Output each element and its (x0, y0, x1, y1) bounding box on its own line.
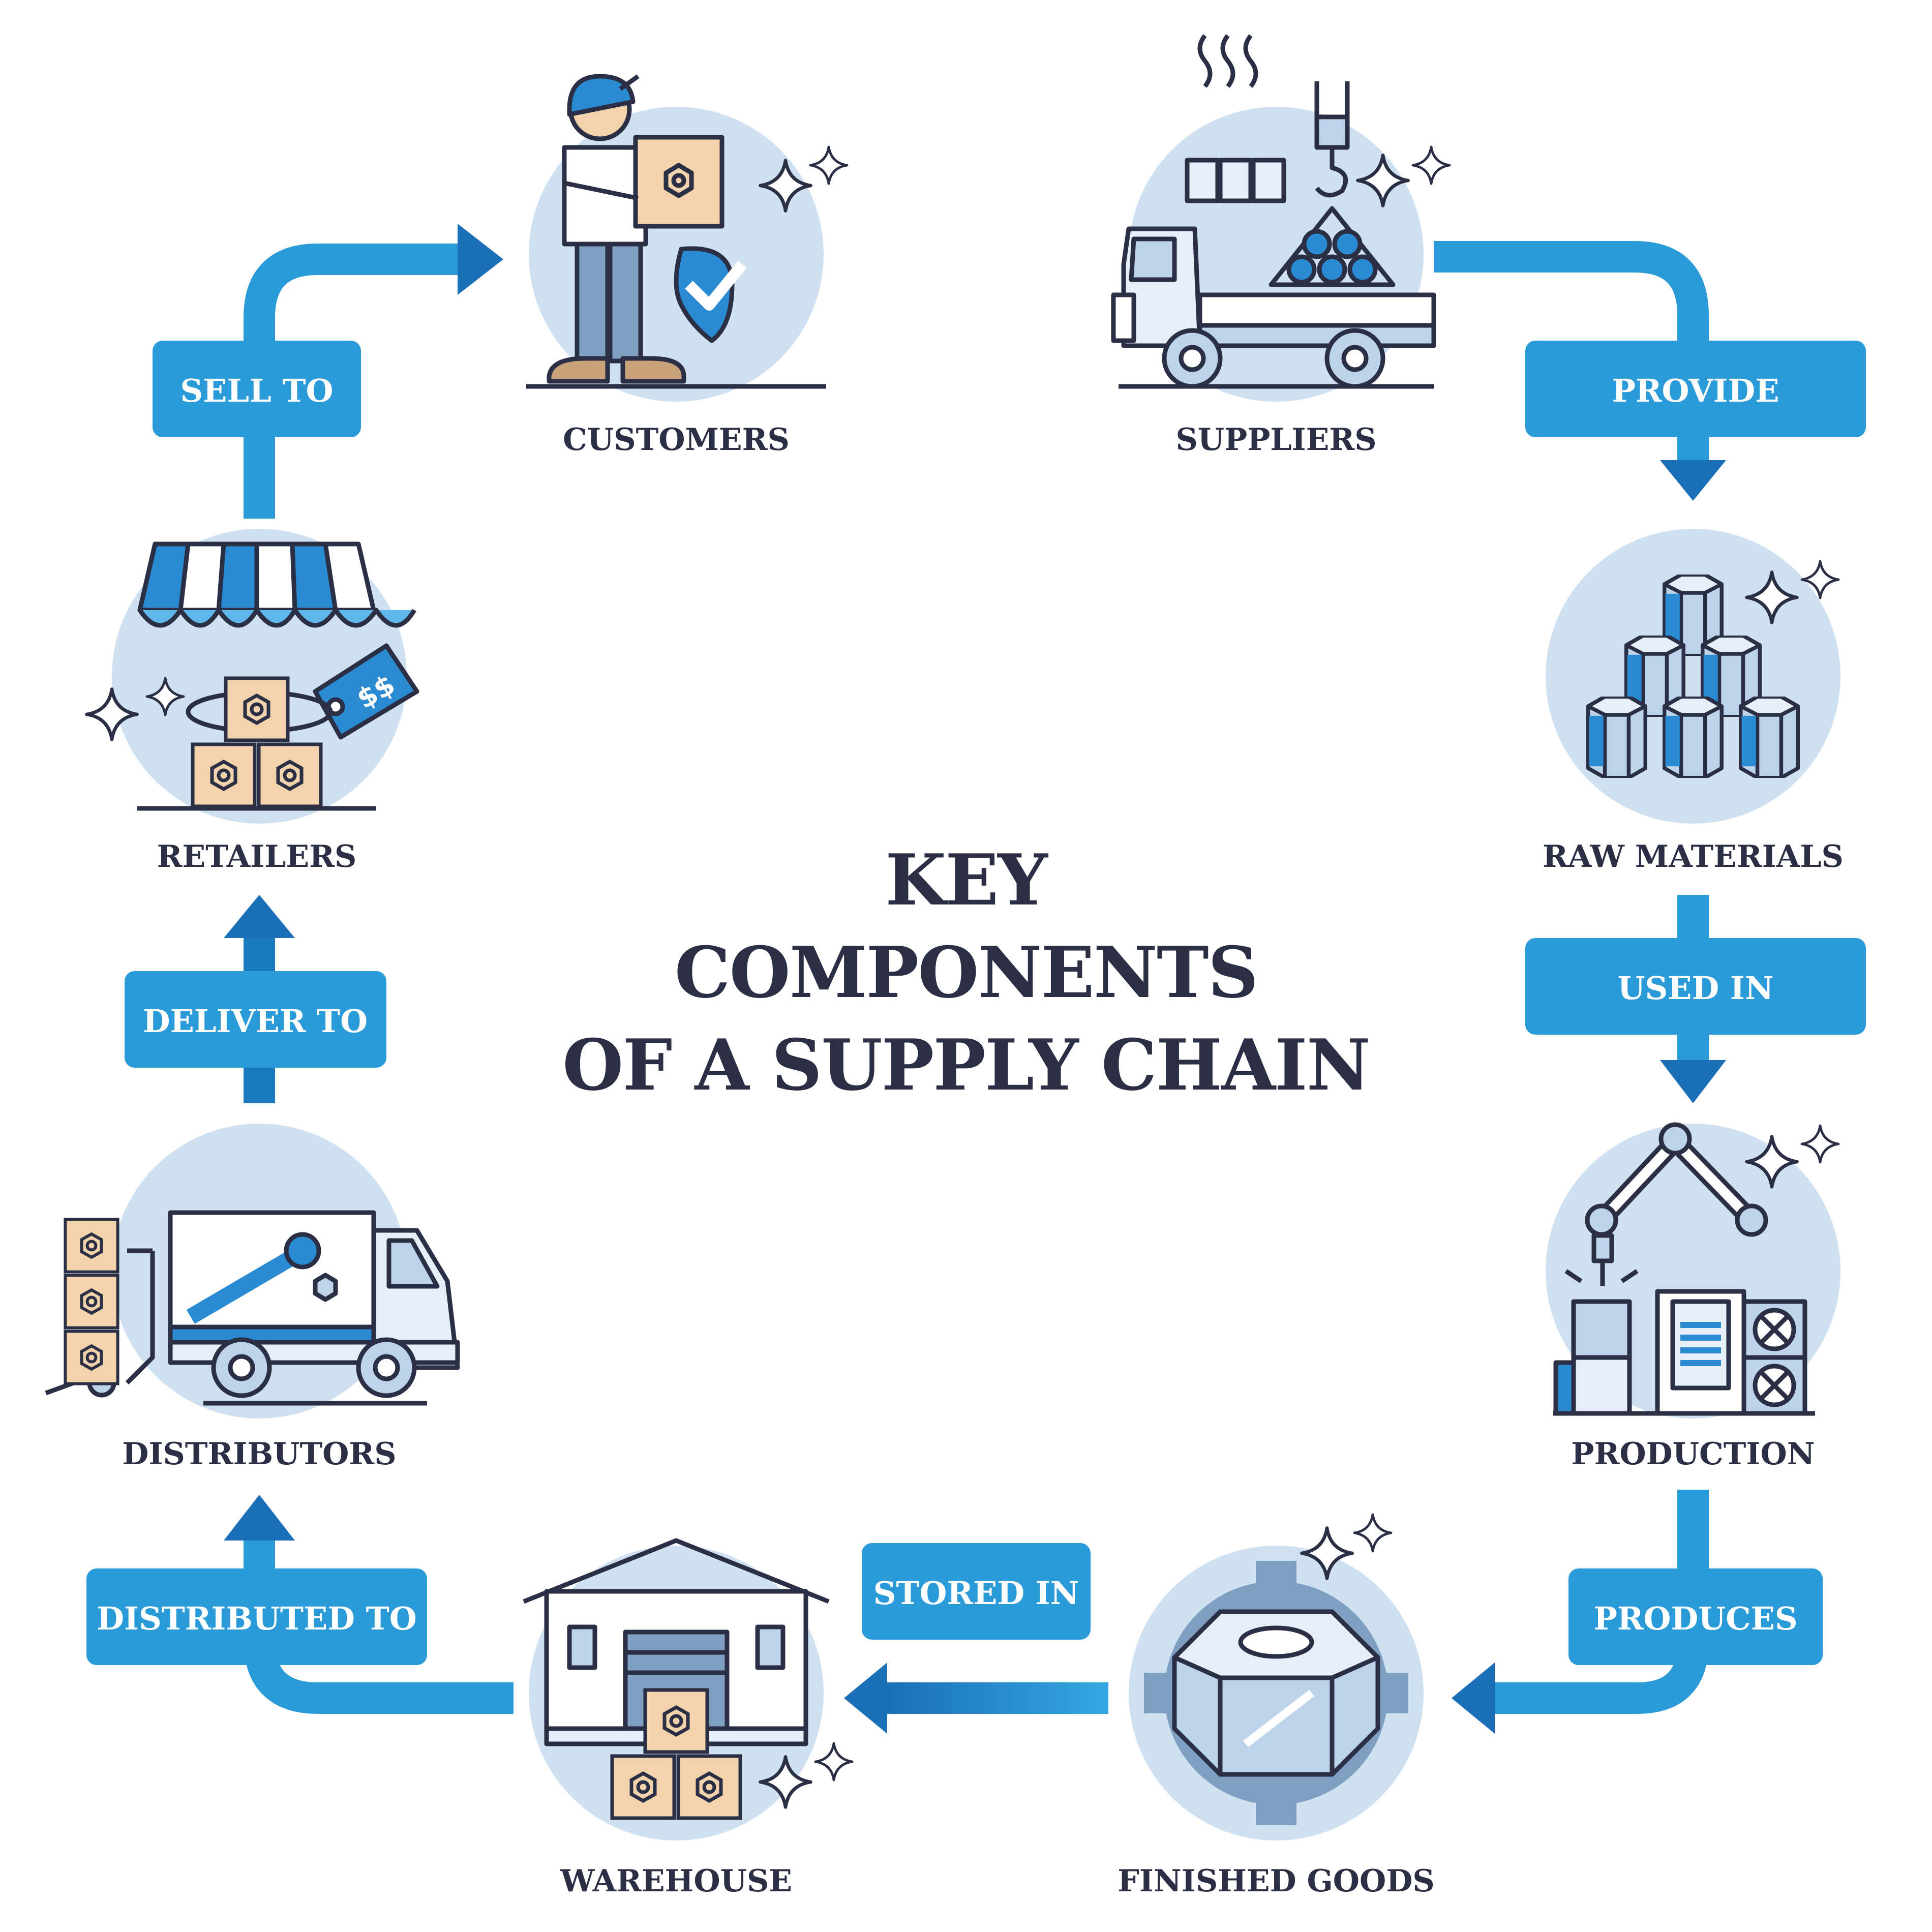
connector-text-stored-in: STORED IN (873, 1575, 1079, 1612)
node-label-warehouse: WAREHOUSE (560, 1863, 792, 1899)
truck-with-crane-icon (1111, 34, 1436, 389)
node-raw-materials: RAW MATERIALS (1543, 529, 1844, 874)
connector-label-used-in: USED IN (1525, 938, 1866, 1035)
arrowhead-produces (1452, 1663, 1495, 1734)
node-warehouse: WAREHOUSE (523, 1538, 852, 1899)
node-label-raw-materials: RAW MATERIALS (1543, 839, 1844, 874)
connector-text-distributed-to: DISTRIBUTED TO (97, 1600, 417, 1637)
node-customers: CUSTOMERS (526, 74, 847, 458)
arrowhead-sell-to (458, 224, 503, 295)
title-line-2: COMPONENTS (674, 931, 1259, 1014)
connector-text-used-in: USED IN (1617, 970, 1773, 1007)
arrowhead-used-in (1660, 1060, 1726, 1103)
title-line-3: OF A SUPPLY CHAIN (562, 1023, 1371, 1106)
suppliers-sparkle-small-icon (1413, 147, 1450, 184)
storefront-awning-icon: $$ (137, 541, 419, 811)
arrowhead-stored-in (844, 1663, 887, 1734)
node-retailers: $$ RETAILERS (87, 529, 419, 874)
title-line-1: KEY (885, 838, 1048, 921)
arrow-finished-to-warehouse (887, 1682, 1108, 1714)
retailers-box-icon (259, 744, 321, 806)
node-production: PRODUCTION (1546, 1122, 1840, 1472)
node-label-production: PRODUCTION (1571, 1436, 1815, 1472)
arrow-retailers-to-customers (244, 244, 460, 519)
production-sparkle-small-icon (1802, 1126, 1838, 1162)
distributors-box-icon (65, 1219, 117, 1272)
node-label-distributors: DISTRIBUTORS (122, 1436, 396, 1472)
delivery-truck-icon (45, 1210, 460, 1406)
distributors-box-icon (65, 1275, 117, 1327)
connector-label-stored-in: STORED IN (862, 1543, 1091, 1640)
retailers-box-icon (193, 744, 255, 806)
node-label-finished-goods: FINISHED GOODS (1118, 1863, 1434, 1899)
person-carrying-box-icon (526, 74, 826, 389)
connector-label-provide: PROVIDE (1525, 341, 1866, 437)
warehouse-boxes-icon (523, 1538, 830, 1746)
retailers-box-icon (226, 678, 288, 740)
node-label-customers: CUSTOMERS (563, 422, 790, 458)
connector-text-sell-to: SELL TO (180, 372, 334, 409)
connector-text-deliver-to: DELIVER TO (143, 1003, 368, 1040)
distributors-box-icon (65, 1331, 117, 1383)
node-finished-goods: FINISHED GOODS (1118, 1515, 1435, 1899)
node-label-suppliers: SUPPLIERS (1175, 422, 1376, 458)
connector-text-provide: PROVIDE (1612, 372, 1779, 409)
raw-materials-circle (1546, 529, 1840, 824)
connector-label-deliver-to: DELIVER TO (125, 971, 386, 1068)
warehouse-box-icon (612, 1756, 674, 1818)
node-distributors: DISTRIBUTORS (45, 1124, 460, 1472)
arrowhead-provide (1660, 460, 1726, 501)
diagram-title: KEY COMPONENTS OF A SUPPLY CHAIN (508, 834, 1424, 1111)
connector-text-produces: PRODUCES (1593, 1600, 1797, 1637)
arrowhead-distributed-to (224, 1495, 295, 1541)
node-label-retailers: RETAILERS (157, 839, 357, 874)
connector-label-produces: PRODUCES (1568, 1568, 1823, 1665)
connector-label-distributed-to: DISTRIBUTED TO (86, 1568, 427, 1665)
finished-goods-sparkle-small-icon (1354, 1515, 1391, 1551)
arrow-suppliers-to-raw-materials (1434, 241, 1709, 460)
arrowhead-deliver-to (224, 895, 295, 938)
warehouse-sparkle-small-icon (816, 1743, 852, 1780)
connector-label-sell-to: SELL TO (153, 341, 361, 437)
node-suppliers: SUPPLIERS (1111, 34, 1450, 458)
hex-nut-gear-icon (1144, 1561, 1408, 1825)
warehouse-box-icon (645, 1690, 707, 1752)
customers-sparkle-small-icon (810, 147, 847, 184)
warehouse-box-icon (678, 1756, 740, 1818)
robot-arm-factory-icon (1553, 1122, 1815, 1416)
